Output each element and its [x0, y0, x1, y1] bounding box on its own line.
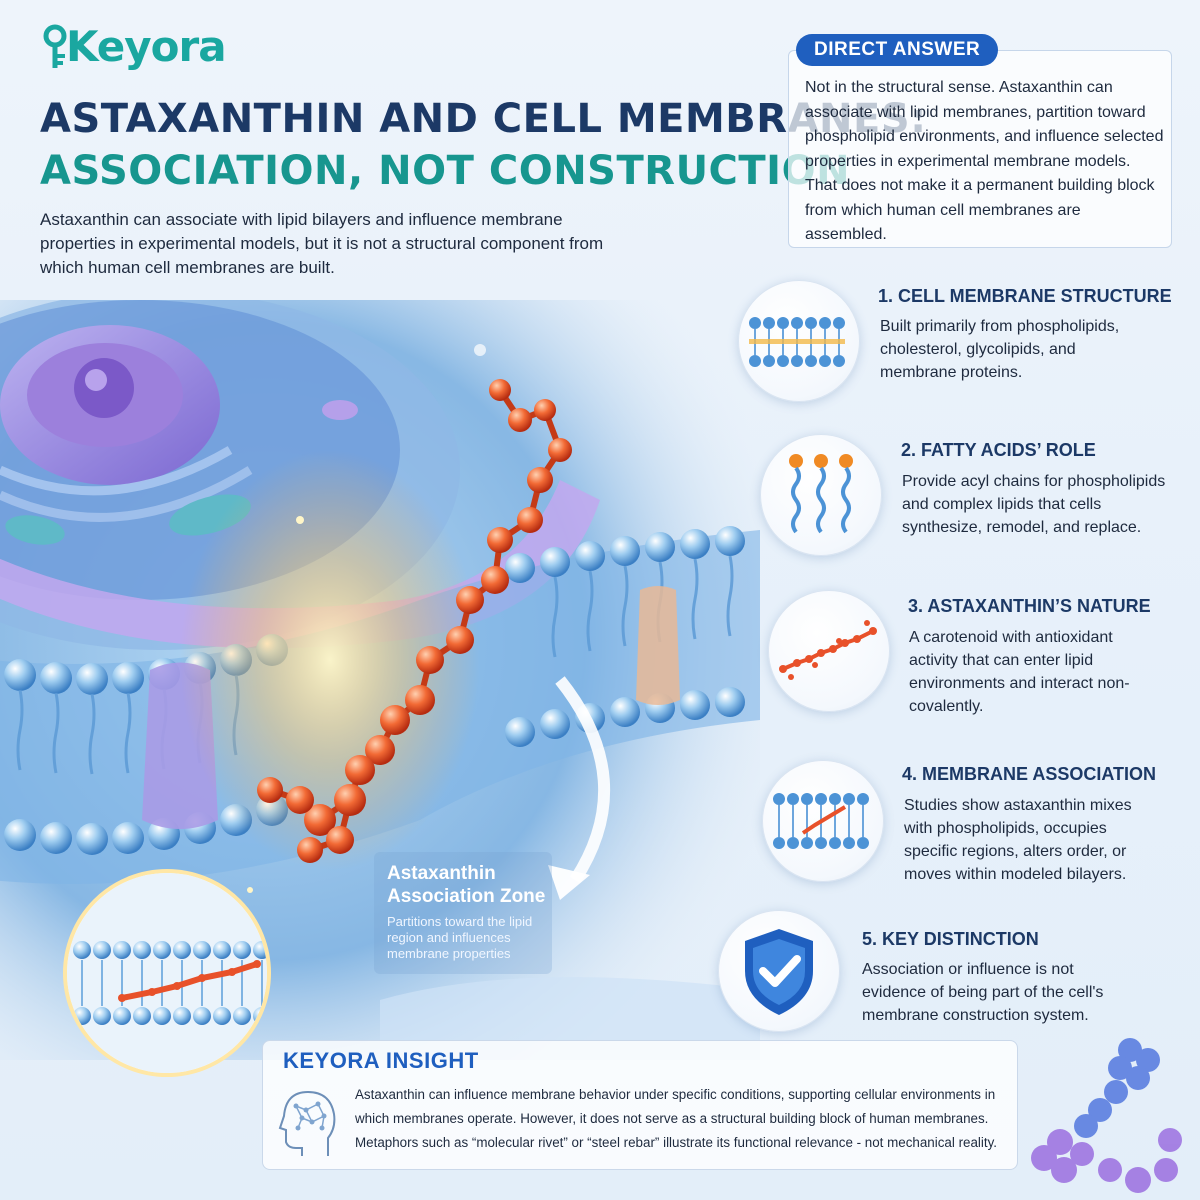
brand-logo: Keyora [40, 22, 227, 71]
direct-answer-label: DIRECT ANSWER [796, 34, 999, 66]
association-zone-callout [374, 852, 552, 974]
membrane-illustration [0, 300, 760, 1060]
item-5-icon-circle [718, 910, 840, 1032]
page-title-line1: ASTAXANTHIN AND CELL MEMBRANES: [40, 96, 927, 142]
item-1-desc: Built primarily from phospholipids, chol… [880, 318, 1120, 381]
key-logo-icon [43, 24, 67, 68]
item-1-icon-circle [738, 280, 860, 402]
insight-text: Astaxanthin can influence membrane behav… [355, 1087, 998, 1150]
item-3-desc: A carotenoid with antioxidant activity t… [909, 629, 1130, 715]
item-2-title: 2. FATTY ACIDS’ ROLE [901, 440, 1096, 460]
lipid-bilayer-icon [749, 317, 845, 367]
shield-check-icon [745, 929, 813, 1015]
brand-name: Keyora [66, 22, 227, 71]
association-zone-title: Astaxanthin Association Zone [387, 863, 546, 907]
bilayer-zoom-inset [63, 869, 271, 1077]
bilayer-with-molecule-icon [773, 793, 869, 849]
item-5-desc: Association or influence is not evidence… [862, 961, 1104, 1024]
item-4-icon-circle [762, 760, 884, 882]
item-4-desc: Studies show astaxanthin mixes with phos… [904, 797, 1132, 883]
fatty-acid-chains-icon [789, 454, 853, 534]
insight-title: KEYORA INSIGHT [283, 1048, 479, 1073]
page-title-line2: ASSOCIATION, NOT CONSTRUCTION [40, 148, 851, 194]
item-2-icon-circle [760, 434, 882, 556]
item-5-title: 5. KEY DISTINCTION [862, 929, 1039, 949]
item-4-title: 4. MEMBRANE ASSOCIATION [902, 764, 1157, 784]
direct-answer-text: Not in the structural sense. Astaxanthin… [805, 79, 1164, 243]
brain-head-icon [278, 1091, 336, 1156]
item-3-title: 3. ASTAXANTHIN’S NATURE [908, 596, 1151, 616]
association-arrow [555, 676, 611, 884]
association-zone-desc: Partitions toward the lipid region and i… [387, 914, 533, 961]
direct-answer-panel [788, 50, 1172, 248]
item-1-title: 1. CELL MEMBRANE STRUCTURE [878, 286, 1172, 306]
item-2-desc: Provide acyl chains for phospholipids an… [902, 473, 1166, 536]
molecule-icon [779, 620, 877, 680]
item-3-icon-circle [768, 590, 890, 712]
intro-text: Astaxanthin can associate with lipid bil… [40, 210, 604, 277]
protein-cluster-illustration [1031, 1038, 1182, 1193]
insight-panel [262, 1040, 1018, 1170]
